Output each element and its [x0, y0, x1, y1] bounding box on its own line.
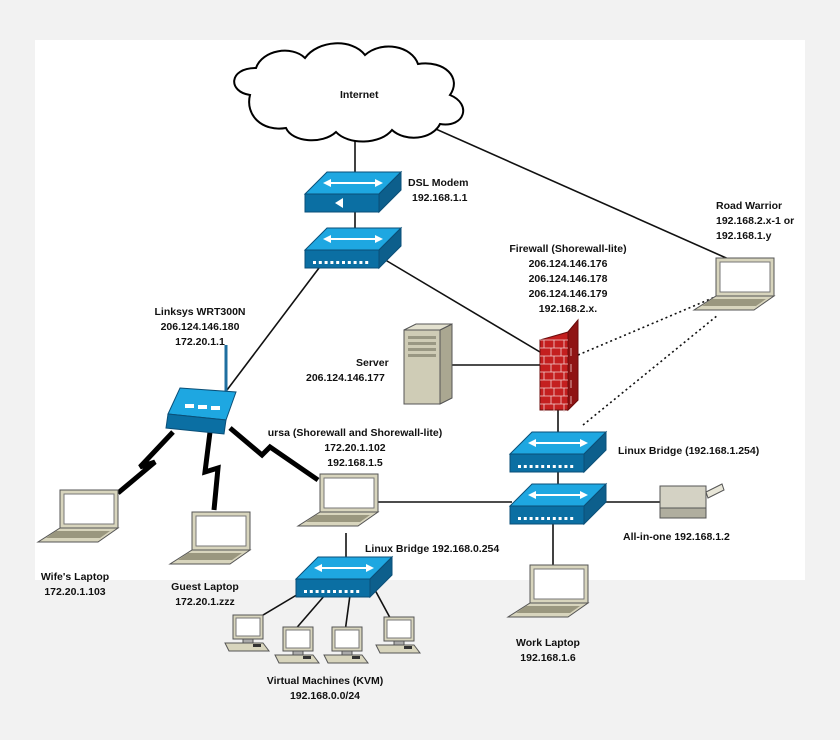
connections [226, 121, 743, 633]
vm-desktop-3-icon [323, 626, 369, 664]
road-warrior-laptop-icon [692, 257, 776, 311]
server-label: Server 206.124.146.177 [306, 357, 389, 384]
internet-label: Internet [340, 89, 379, 101]
all-in-one-label: All-in-one 192.168.1.2 [623, 531, 730, 543]
guest-laptop-label: Guest Laptop 172.20.1.zzz [171, 581, 239, 608]
link-switch-firewall [381, 257, 546, 356]
work-laptop-label: Work Laptop 192.168.1.6 [516, 637, 580, 664]
ursa-label: ursa (Shorewall and Shorewall-lite) 172.… [267, 427, 443, 469]
linux-bridge-vm-icon [294, 555, 394, 599]
dsl-modem-label: DSL Modem 192.168.1.1 [408, 177, 469, 204]
wireless-link-ursa [228, 426, 320, 483]
road-warrior-label: Road Warrior 192.168.2.x-1 or 192.168.1.… [716, 200, 795, 242]
linux-bridge-vm-label: Linux Bridge 192.168.0.254 [365, 543, 500, 555]
vm-desktop-1-icon [224, 614, 270, 652]
linux-bridge-top-label: Linux Bridge (192.168.1.254) [618, 445, 760, 457]
ursa-laptop-icon [296, 473, 380, 527]
vm-desktop-2-icon [274, 626, 320, 664]
firewall-label: Firewall (Shorewall-lite) 206.124.146.17… [509, 243, 627, 315]
cloud-icon [233, 42, 465, 143]
linksys-label: Linksys WRT300N 206.124.146.180 172.20.1… [154, 306, 246, 348]
server-icon [403, 323, 453, 405]
switch-top-icon [303, 226, 403, 270]
link-bridge-roadwarrior-vpn [582, 314, 719, 426]
firewall-icon [539, 318, 579, 412]
link-vm-3 [344, 594, 351, 633]
wife-laptop-label: Wife's Laptop 172.20.1.103 [40, 571, 110, 598]
wireless-link-wife [116, 430, 175, 495]
wireless-router-icon [165, 345, 237, 435]
wife-laptop-icon [36, 489, 120, 543]
linux-bridge-bottom-icon [508, 482, 608, 526]
modem-icon [303, 170, 403, 214]
link-internet-roadwarrior [419, 121, 743, 266]
linux-bridge-top-icon [508, 430, 608, 474]
virtual-machines-label: Virtual Machines (KVM) 192.168.0.0/24 [266, 675, 384, 702]
work-laptop-icon [506, 564, 590, 618]
wireless-link-guest [202, 431, 221, 511]
guest-laptop-icon [168, 511, 252, 565]
link-switch-linksys [226, 263, 323, 391]
link-vm-2 [292, 594, 326, 633]
printer-icon [659, 483, 725, 519]
vm-desktop-4-icon [375, 616, 421, 654]
